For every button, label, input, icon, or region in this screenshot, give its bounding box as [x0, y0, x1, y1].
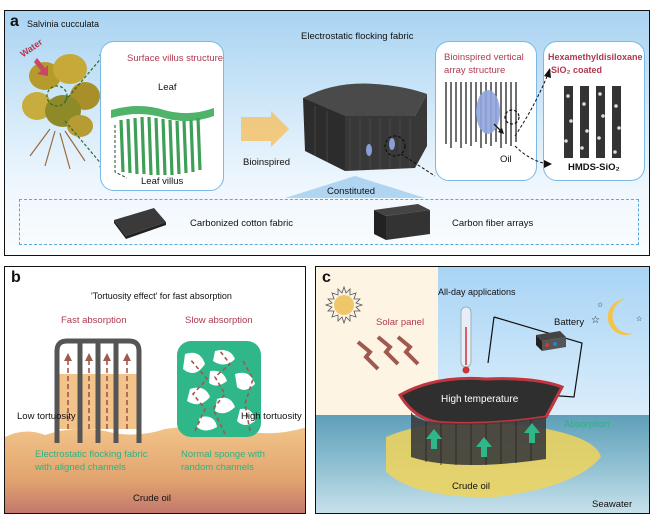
- array-box-title-2: array structure: [444, 65, 506, 76]
- fast-absorption-label: Fast absorption: [61, 315, 127, 326]
- moon-icon: [607, 298, 634, 335]
- absorption-label: Absorption: [564, 419, 610, 430]
- panel-b: b 'Tortuosity effect' for fast absorptio…: [4, 266, 306, 514]
- crude-oil-label: Crude oil: [133, 493, 172, 504]
- coating-box-title-1: Hexamethyldisiloxane: [548, 52, 643, 62]
- high-tortuosity-label: High tortuosity: [241, 411, 302, 422]
- component-label-cotton: Carbonized cotton fabric: [190, 218, 293, 229]
- salvinia-plant-image: [22, 54, 100, 170]
- villus-structure-box: Surface villus structure Leaf Leaf villu…: [100, 41, 224, 191]
- right-caption-2: random channels: [181, 462, 254, 473]
- constituted-triangle: [285, 176, 425, 198]
- leaf-villus-label: Leaf villus: [141, 176, 184, 187]
- array-box-title-1: Bioinspired vertical: [444, 52, 524, 63]
- random-sponge-illustration: [177, 341, 261, 437]
- coating-box-title-2: -SiO₂ coated: [548, 65, 603, 75]
- aligned-channels-illustration: [54, 338, 142, 443]
- hmds-sio2-label: HMDS-SiO₂: [568, 162, 620, 173]
- right-caption-1: Normal sponge with: [181, 449, 265, 460]
- panel-c-label: c: [322, 269, 331, 286]
- oil-label: Oil: [500, 154, 512, 165]
- fabric-title: Electrostatic flocking fabric: [301, 31, 414, 42]
- bioinspired-arrow-icon: [241, 111, 289, 147]
- seawater-label: Seawater: [592, 499, 633, 510]
- panel-a-label: a: [10, 13, 19, 30]
- villus-box-title: Surface villus structure: [127, 53, 224, 64]
- sun-rays-icon: [356, 335, 420, 371]
- carbonized-cotton-fabric-image: [114, 208, 166, 239]
- circuit-wire: [487, 316, 583, 398]
- bioinspired-label: Bioinspired: [243, 157, 290, 168]
- panel-c: c All-day applications Solar panel Batte…: [315, 266, 650, 514]
- hmds-sio2-fibers-illustration: [564, 86, 621, 158]
- components-box: Carbonized cotton fabric Carbon fiber ar…: [19, 199, 639, 245]
- crude-oil-label-c: Crude oil: [452, 481, 491, 492]
- crude-oil-layer: [5, 426, 305, 513]
- star-icon: ☆: [636, 316, 643, 323]
- component-label-fibers: Carbon fiber arrays: [452, 218, 534, 229]
- low-tortuosity-label: Low tortuosity: [17, 411, 76, 422]
- flocking-fabric-image: [303, 83, 436, 177]
- carbon-fiber-arrays-image: [374, 204, 430, 240]
- thermometer-icon: [460, 306, 472, 374]
- panel-b-label: b: [11, 269, 21, 286]
- left-caption-1: Electrostatic flocking fabric: [35, 449, 148, 460]
- coating-box: Hexamethyldisiloxane -SiO₂ coated HMDS-S…: [543, 41, 645, 181]
- high-temperature-label: High temperature: [441, 394, 519, 405]
- sun-icon: [324, 285, 364, 325]
- left-caption-2: with aligned channels: [35, 462, 126, 473]
- plant-name: Salvinia cucculata: [27, 19, 100, 29]
- leaf-villus-illustration: [111, 106, 214, 179]
- panel-c-title: All-day applications: [438, 287, 516, 297]
- panel-b-title: 'Tortuosity effect' for fast absorption: [91, 291, 232, 301]
- vertical-array-box: Bioinspired vertical array structure Oil: [435, 41, 537, 181]
- fabric-absorber-image: [397, 376, 565, 466]
- slow-absorption-label: Slow absorption: [185, 315, 253, 326]
- panel-a: a Salvinia cucculata Water Surface villu…: [4, 10, 650, 256]
- battery-icon: [536, 331, 566, 351]
- constituted-label: Constituted: [327, 186, 376, 197]
- leaf-label: Leaf: [158, 82, 177, 93]
- solar-panel-label: Solar panel: [376, 317, 425, 328]
- water-arrow-icon: [34, 58, 48, 76]
- dashed-arrows-to-coating: [514, 68, 552, 168]
- star-icon: ☆: [597, 302, 604, 309]
- star-icon: ☆: [591, 315, 600, 326]
- battery-label: Battery: [554, 317, 585, 328]
- vertical-array-illustration: [445, 82, 520, 148]
